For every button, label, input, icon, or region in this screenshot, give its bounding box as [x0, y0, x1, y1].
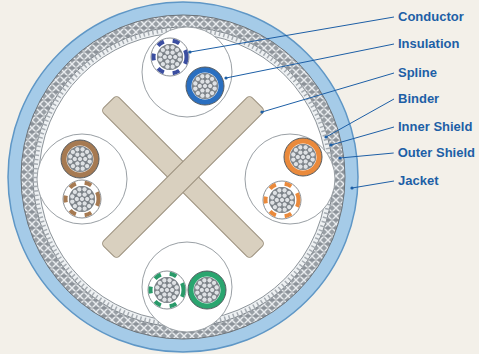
insulation: [284, 138, 322, 176]
leader-dot: [260, 110, 263, 113]
insulation-inner: [69, 186, 96, 213]
twisted-pairs: [37, 27, 335, 332]
insulation: [263, 181, 301, 219]
conductor: [290, 144, 316, 170]
part-label: Inner Shield: [398, 119, 472, 135]
pair-wrap: [142, 242, 232, 332]
leader-dot: [350, 186, 353, 189]
conductor-strand: [270, 200, 275, 205]
leader-line: [190, 17, 394, 52]
leader-line: [352, 181, 394, 188]
jacket: [8, 2, 358, 352]
insulation-inner: [192, 73, 219, 100]
leader-dot: [224, 76, 227, 79]
leader-line: [331, 127, 394, 145]
conductor: [69, 186, 95, 212]
conductor-strand: [195, 290, 200, 295]
twisted-pair: [37, 134, 127, 224]
insulation: [151, 38, 189, 76]
insulation: [188, 271, 226, 309]
insulation-stripe: [151, 274, 184, 307]
conductor-strand: [303, 164, 308, 169]
conductor: [157, 44, 183, 70]
conductor: [154, 277, 180, 303]
conductor-strand: [205, 93, 210, 98]
conductor-strand: [174, 285, 179, 290]
insulation-stripe: [266, 184, 299, 217]
conductor-strand: [162, 278, 167, 283]
twisted-pair: [245, 134, 335, 224]
pair-wrap: [142, 27, 232, 117]
pair-wrap: [245, 134, 335, 224]
conductor-strand: [298, 145, 303, 150]
insulation: [186, 67, 224, 105]
conductor-strand: [167, 297, 172, 302]
twisted-pair: [142, 27, 232, 117]
insulation: [148, 271, 186, 309]
leader-line: [226, 44, 394, 78]
conductor-strand: [155, 290, 160, 295]
leader-line: [340, 153, 394, 158]
part-label: Insulation: [398, 36, 459, 52]
leader-dot: [329, 143, 332, 146]
conductor-strand: [75, 147, 80, 152]
conductor-strand: [158, 57, 163, 62]
leader-dot: [324, 135, 327, 138]
conductor-strand: [89, 194, 94, 199]
conductor-strand: [177, 52, 182, 57]
pair-wrap: [37, 134, 127, 224]
insulation-stripe: [66, 183, 99, 216]
insulation-inner: [269, 187, 296, 214]
conductor-strand: [68, 159, 73, 164]
conductor-strand: [70, 199, 75, 204]
insulation-inner: [154, 277, 181, 304]
leader-line: [262, 73, 394, 112]
conductor: [194, 277, 220, 303]
conductor: [192, 73, 218, 99]
conductor-strand: [193, 86, 198, 91]
leader-dot: [188, 50, 191, 53]
insulation-inner: [67, 146, 94, 173]
conductor-strand: [82, 206, 87, 211]
conductor: [67, 146, 93, 172]
conductor: [269, 187, 295, 213]
part-label: Outer Shield: [398, 145, 475, 161]
conductor-strand: [170, 64, 175, 69]
conductor-strand: [310, 152, 315, 157]
conductor-strand: [214, 285, 219, 290]
conductor-strand: [80, 166, 85, 171]
insulation: [61, 140, 99, 178]
part-label: Binder: [398, 91, 439, 107]
conductor-strand: [77, 187, 82, 192]
conductor-strand: [200, 74, 205, 79]
conductor-strand: [289, 195, 294, 200]
conductor-strand: [212, 81, 217, 86]
part-label: Spline: [398, 65, 437, 81]
insulation-stripe: [154, 41, 187, 74]
conductor-strand: [202, 278, 207, 283]
part-label: Conductor: [398, 9, 464, 25]
conductor-strand: [87, 154, 92, 159]
insulation-inner: [194, 277, 221, 304]
insulation-inner: [290, 144, 317, 171]
insulation-inner: [157, 44, 184, 71]
conductor-strand: [207, 297, 212, 302]
conductor-strand: [165, 45, 170, 50]
conductor-strand: [277, 188, 282, 193]
leader-line: [326, 99, 394, 137]
part-label: Jacket: [398, 173, 438, 189]
leader-dot: [338, 156, 341, 159]
twisted-pair: [142, 242, 232, 332]
insulation: [63, 180, 101, 218]
conductor-strand: [291, 157, 296, 162]
conductor-strand: [282, 207, 287, 212]
